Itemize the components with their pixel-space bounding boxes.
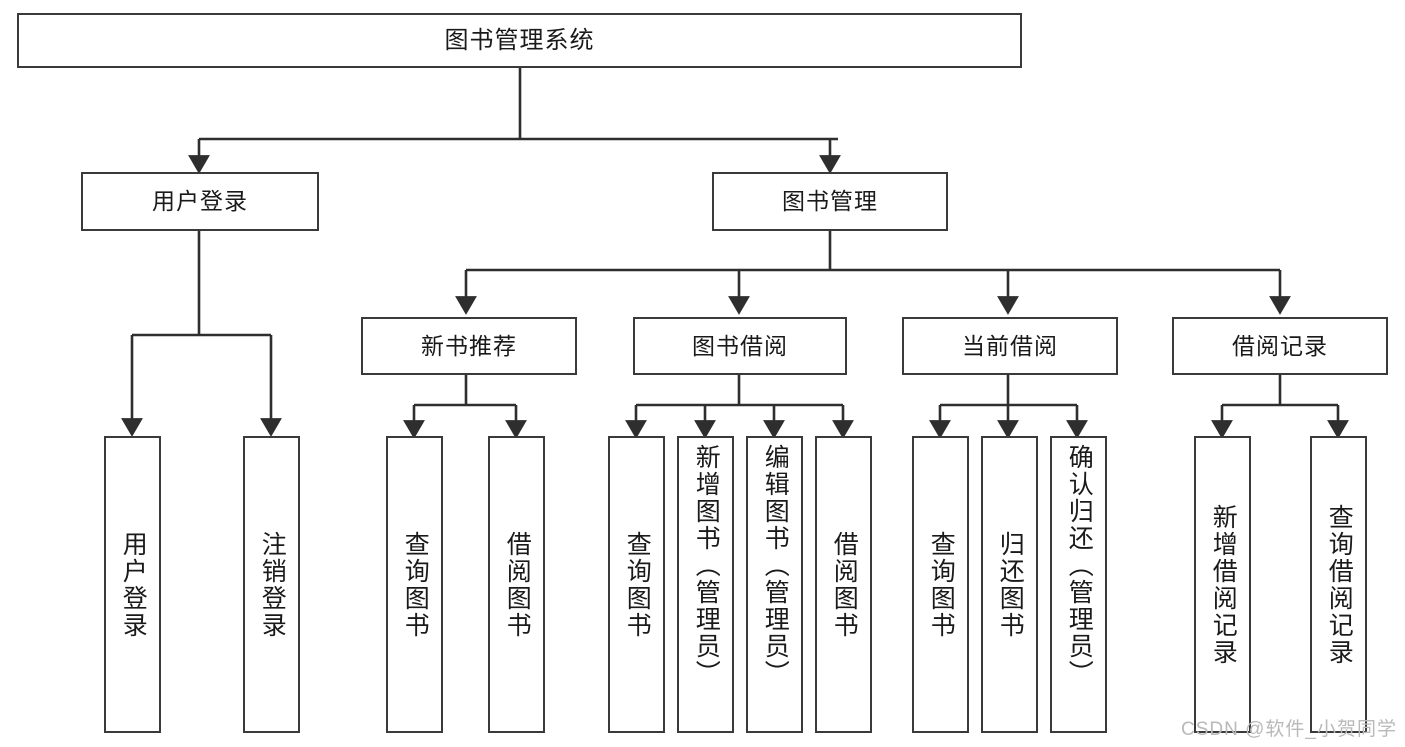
node-root-system[interactable]: 图书管理系统: [17, 13, 1022, 68]
leaf-new-book-query[interactable]: 查询图书: [386, 436, 443, 733]
node-label: 新增图书（管理员）: [692, 444, 721, 687]
node-label: 借阅图书: [830, 530, 859, 639]
node-label: 注销登录: [258, 530, 287, 639]
node-label: 图书管理系统: [444, 26, 595, 54]
node-borrow-record[interactable]: 借阅记录: [1172, 317, 1388, 375]
node-label: 查询图书: [401, 530, 430, 639]
leaf-user-login-login[interactable]: 用户登录: [104, 436, 161, 733]
node-label: 借阅图书: [503, 530, 532, 639]
leaf-user-login-logout[interactable]: 注销登录: [243, 436, 300, 733]
node-user-login[interactable]: 用户登录: [81, 172, 319, 231]
node-label: 确认归还（管理员）: [1065, 444, 1094, 687]
node-label: 图书借阅: [692, 332, 788, 359]
node-new-book-recommend[interactable]: 新书推荐: [361, 317, 577, 375]
node-label: 用户登录: [152, 188, 248, 215]
watermark-text: CSDN @软件_小贺同学: [1181, 719, 1397, 740]
leaf-current-borrow-confirm-return[interactable]: 确认归还（管理员）: [1050, 436, 1107, 733]
leaf-book-borrow-edit[interactable]: 编辑图书（管理员）: [746, 436, 803, 733]
node-label: 归还图书: [996, 530, 1025, 639]
leaf-current-borrow-return[interactable]: 归还图书: [981, 436, 1038, 733]
leaf-current-borrow-query[interactable]: 查询图书: [912, 436, 969, 733]
node-label: 查询借阅记录: [1325, 503, 1354, 666]
node-label: 查询图书: [927, 530, 956, 639]
node-label: 查询图书: [623, 530, 652, 639]
node-label: 借阅记录: [1232, 332, 1328, 359]
leaf-borrow-record-add[interactable]: 新增借阅记录: [1194, 436, 1251, 733]
leaf-borrow-record-query[interactable]: 查询借阅记录: [1310, 436, 1367, 733]
leaf-book-borrow-query[interactable]: 查询图书: [608, 436, 665, 733]
leaf-book-borrow-borrow[interactable]: 借阅图书: [815, 436, 872, 733]
node-label: 新增借阅记录: [1209, 503, 1238, 666]
node-book-borrow[interactable]: 图书借阅: [633, 317, 847, 375]
node-current-borrow[interactable]: 当前借阅: [902, 317, 1118, 375]
node-label: 新书推荐: [421, 332, 517, 359]
leaf-new-book-borrow[interactable]: 借阅图书: [488, 436, 545, 733]
node-label: 编辑图书（管理员）: [761, 444, 790, 687]
node-label: 当前借阅: [962, 332, 1058, 359]
node-label: 用户登录: [119, 530, 148, 639]
node-label: 图书管理: [782, 188, 878, 215]
node-book-management[interactable]: 图书管理: [712, 172, 948, 231]
leaf-book-borrow-add[interactable]: 新增图书（管理员）: [677, 436, 734, 733]
